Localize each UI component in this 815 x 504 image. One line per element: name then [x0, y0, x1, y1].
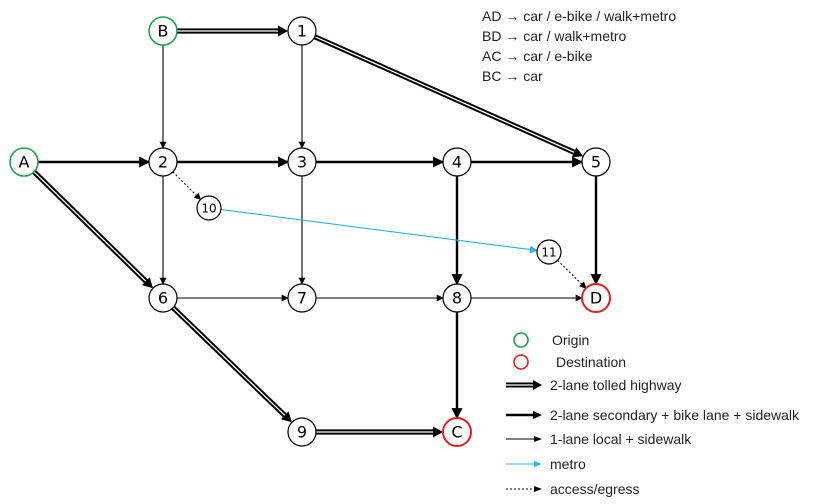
legend-destination-label: Destination: [556, 354, 626, 370]
node-D: D: [581, 283, 611, 313]
edge-metro-n10-n11: [220, 208, 538, 254]
node-label: 8: [452, 289, 462, 308]
mode-line-ac: AC → car / e-bike: [482, 48, 593, 64]
legend-destination-icon: [513, 354, 529, 370]
node-label: 11: [541, 246, 556, 260]
node-label: 2: [158, 153, 168, 172]
node-circle: [287, 147, 317, 177]
edges-layer: [32, 25, 602, 438]
legend: Origin Destination 2-lane tolled highway…: [506, 332, 800, 497]
node-circle: [581, 147, 611, 177]
legend-origin-label: Origin: [552, 332, 589, 348]
legend-highway-icon: [506, 380, 542, 390]
legend-access-label: access/egress: [550, 481, 639, 497]
node-1: 1: [287, 16, 317, 46]
edge-access-n2-n10: [172, 171, 202, 201]
node-9: 9: [287, 417, 317, 447]
node-label: 7: [297, 289, 307, 308]
node-label: 4: [452, 153, 462, 172]
legend-secondary-icon: [506, 411, 542, 419]
edge-highway-n9-C: [316, 426, 443, 438]
node-8: 8: [442, 283, 472, 313]
node-circle: [287, 283, 317, 313]
node-label: 5: [591, 153, 601, 172]
node-circle: [442, 283, 472, 313]
node-circle: [9, 147, 39, 177]
node-3: 3: [287, 147, 317, 177]
node-label: 6: [158, 289, 168, 308]
node-circle: [442, 147, 472, 177]
mode-line-ad: AD → car / e-bike / walk+metro: [482, 8, 676, 24]
node-10: 10: [196, 195, 222, 221]
legend-secondary-label: 2-lane secondary + bike lane + sidewalk: [550, 407, 800, 423]
node-C: C: [442, 417, 472, 447]
node-4: 4: [442, 147, 472, 177]
node-label: 10: [201, 202, 216, 216]
legend-metro-label: metro: [550, 456, 586, 472]
edge-highway-B-n1: [177, 25, 288, 37]
edge-highway-n1-n5: [313, 34, 584, 158]
legend-local-icon: [506, 436, 542, 442]
edge-highway-A-n6: [32, 169, 153, 289]
legend-metro-icon: [506, 461, 542, 467]
edge-access-n11-D: [557, 260, 587, 289]
node-circle: [196, 195, 222, 221]
node-circle: [287, 417, 317, 447]
node-B: B: [148, 16, 178, 46]
node-circle: [287, 16, 317, 46]
node-circle: [581, 283, 611, 313]
legend-access-icon: [506, 486, 542, 492]
nodes-layer: A B 1 2 3 4 5 6 7 8 9 10 11D C: [9, 16, 611, 447]
node-label: 3: [297, 153, 307, 172]
legend-local-label: 1-lane local + sidewalk: [550, 431, 692, 447]
node-label: 9: [297, 423, 307, 442]
node-6: 6: [148, 283, 178, 313]
mode-list: AD → car / e-bike / walk+metro BD → car …: [482, 8, 676, 84]
node-7: 7: [287, 283, 317, 313]
node-label: B: [158, 22, 169, 41]
mode-line-bc: BC → car: [482, 68, 543, 84]
node-label: D: [590, 289, 602, 308]
node-circle: [536, 239, 562, 265]
node-label: C: [451, 423, 462, 442]
legend-origin-icon: [513, 332, 529, 348]
node-2: 2: [148, 147, 178, 177]
edge-highway-n6-n9: [171, 305, 292, 423]
node-A: A: [9, 147, 39, 177]
node-circle: [442, 417, 472, 447]
legend-highway-label: 2-lane tolled highway: [550, 377, 682, 393]
mode-line-bd: BD → car / walk+metro: [482, 28, 627, 44]
node-label: A: [19, 153, 30, 172]
node-circle: [148, 16, 178, 46]
node-label: 1: [297, 22, 307, 41]
node-circle: [148, 283, 178, 313]
node-11: 11: [536, 239, 562, 265]
node-5: 5: [581, 147, 611, 177]
node-circle: [148, 147, 178, 177]
